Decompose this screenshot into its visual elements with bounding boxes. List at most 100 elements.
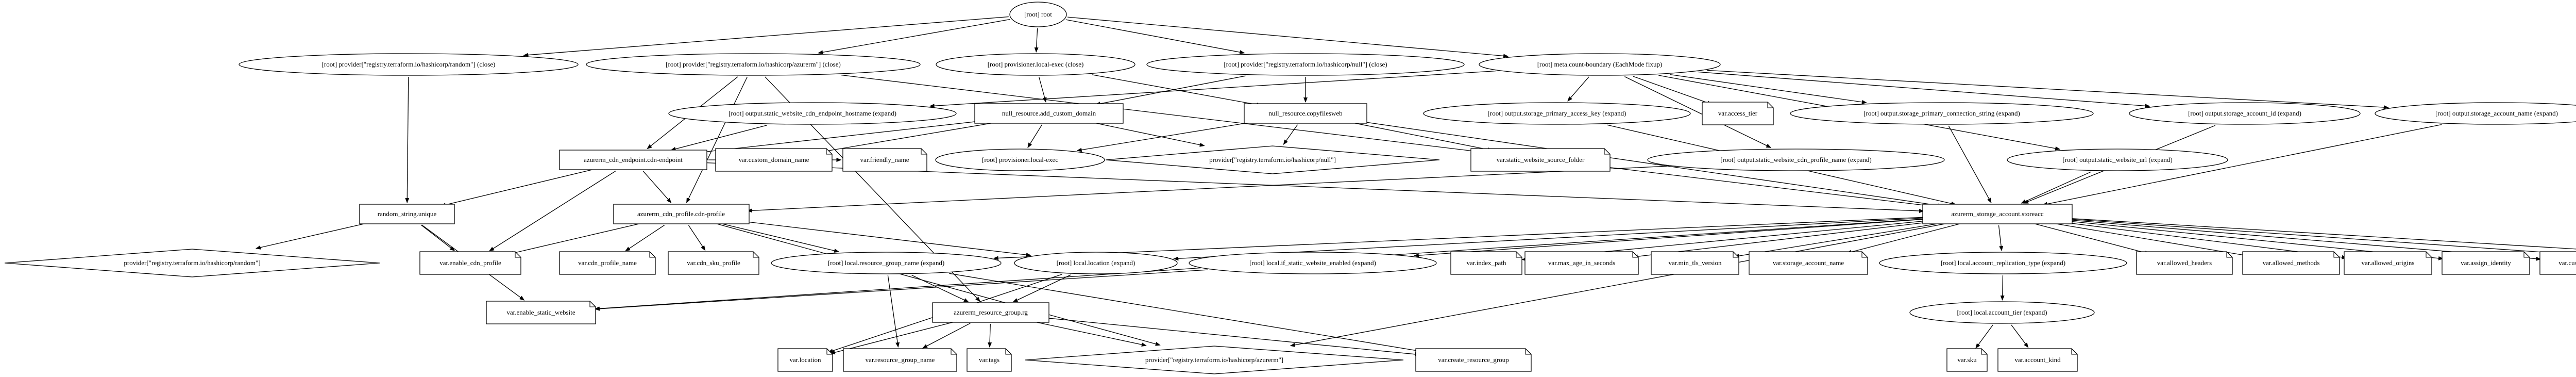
graph-node-label: azurerm_cdn_profile.cdn-profile: [637, 209, 725, 218]
graph-node-random_string: random_string.unique: [359, 204, 455, 224]
edge-null_copyfilesweb-to-prov_null: [1283, 124, 1298, 145]
graph-node-var_static_website_source_folder: var.static_website_source_folder: [1470, 148, 1611, 172]
graph-node-cdn_endpoint: azurerm_cdn_endpoint.cdn-endpoint: [559, 150, 707, 170]
graph-node-label: var.storage_account_name: [1772, 258, 1844, 267]
graph-node-out_cdn_profile_name: [root] output.static_website_cdn_profile…: [1647, 149, 1945, 171]
graph-node-label: provider["registry.terraform.io/hashicor…: [1145, 355, 1284, 364]
graph-node-label: [root] provisioner.local-exec: [982, 155, 1058, 163]
note-shape: [559, 251, 656, 275]
edge-storage-to-var_exposed_headers: [2068, 218, 2576, 250]
ellipse-shape: [771, 252, 1002, 274]
edge-prov_random_close-to-random_string: [405, 76, 410, 203]
note-shape: [2136, 251, 2233, 275]
edge-random_string-to-prov_random: [255, 221, 372, 250]
ellipse-shape: [1879, 252, 2127, 274]
diamond-shape: [1105, 145, 1440, 174]
graph-node-label: var.account_kind: [2014, 355, 2061, 364]
graph-node-label: var.friendly_name: [860, 155, 909, 163]
ellipse-shape: [1479, 53, 1721, 76]
note-shape: [419, 251, 521, 275]
graph-node-prov_random_close: [root] provider["registry.terraform.io/h…: [239, 53, 579, 76]
note-shape: [1749, 251, 1868, 275]
note-shape: [1997, 348, 2078, 372]
graph-node-provisioner_close: [root] provisioner.local-exec (close): [936, 53, 1136, 76]
graph-node-label: var.enable_static_website: [506, 308, 575, 316]
note-shape: [715, 148, 833, 172]
graph-node-out_primary_connection_string: [root] output.storage_primary_connection…: [1790, 102, 2094, 125]
graph-node-var_tags: var.tags: [967, 348, 1012, 372]
ellipse-shape: [239, 53, 579, 76]
graph-node-var_location: var.location: [777, 348, 833, 372]
edge-cdn_profile-to-var_cdn_profile_name: [625, 224, 665, 252]
graph-node-label: var.sku: [1957, 355, 1977, 364]
edge-null_copyfilesweb-to-var_static_website_source_folder: [1348, 121, 1493, 152]
box-shape: [359, 204, 455, 224]
ellipse-shape: [668, 102, 957, 125]
edge-root-to-prov_null_close: [1065, 19, 1245, 55]
graph-node-label: var.access_tier: [1718, 109, 1758, 117]
edge-rg-to-var_rg_name: [922, 323, 971, 349]
edge-local_rg_name-to-var_create_rg: [949, 273, 1427, 354]
graph-node-label: [root] output.storage_account_id (expand…: [2188, 109, 2301, 117]
edge-out_cdn_profile_name-to-cdn_profile: [747, 166, 1667, 213]
graph-node-label: provider["registry.terraform.io/hashicor…: [124, 258, 261, 267]
edge-null_add_custom_domain-to-cdn_endpoint: [693, 120, 989, 155]
graph-node-label: [root] local.location (expand): [1056, 258, 1136, 267]
graph-node-label: var.max_age_in_seconds: [1548, 258, 1616, 267]
edge-rg-to-var_location: [829, 321, 956, 355]
graph-node-label: [root] output.static_website_url (expand…: [2062, 155, 2173, 163]
edge-null_copyfilesweb-to-storage: [1354, 120, 1944, 208]
edge-storage-to-prov_azurerm: [1290, 222, 1950, 347]
box-shape: [932, 302, 1049, 323]
graph-node-out_static_website_url: [root] output.static_website_url (expand…: [2007, 149, 2228, 171]
edge-local_account_tier-to-var_account_kind: [2011, 324, 2029, 348]
edge-local_rg_name-to-var_rg_name: [887, 275, 900, 348]
edge-cdn_profile-to-var_enable_cdn_profile: [507, 223, 641, 255]
edge-storage-to-var_allowed_headers: [2035, 223, 2150, 255]
graph-node-label: azurerm_storage_account.storeacc: [1951, 209, 2044, 218]
edge-local_if_sw_enabled-to-var_enable_static_website: [595, 269, 1208, 311]
note-shape: [967, 348, 1012, 372]
graph-node-label: [root] output.storage_account_name (expa…: [2435, 109, 2558, 117]
edge-cdn_profile-to-local_location: [737, 220, 1031, 257]
graph-node-label: [root] root: [1024, 10, 1052, 18]
edge-prov_azurerm_close-to-cdn_profile: [686, 76, 748, 204]
graph-node-var_assign_identity: var.assign_identity: [2442, 251, 2530, 275]
box-shape: [613, 204, 750, 224]
note-shape: [1415, 348, 1532, 372]
graph-node-label: var.min_tls_version: [1668, 258, 1722, 267]
edge-storage-to-local_repl_type: [1998, 225, 2004, 251]
graph-node-var_allowed_headers: var.allowed_headers: [2136, 251, 2233, 275]
graph-node-label: var.allowed_origins: [2361, 258, 2415, 267]
edge-prov_azurerm_close-to-storage: [841, 74, 1939, 209]
note-shape: [1470, 148, 1611, 172]
edge-meta-to-out_primary_connection_string: [1670, 74, 1867, 104]
edge-provisioner_close-to-null_add_custom_domain: [1038, 76, 1047, 103]
note-shape: [1946, 348, 1988, 372]
edge-out_primary_connection_string-to-storage: [1948, 125, 1992, 203]
edge-cdn_profile-to-local_rg_name: [720, 223, 840, 253]
note-shape: [1524, 251, 1639, 275]
ellipse-shape: [1009, 2, 1067, 27]
edge-cdn_endpoint-to-var_enable_cdn_profile: [488, 170, 616, 252]
graph-node-label: null_resource.copyfilesweb: [1268, 109, 1343, 117]
graph-node-prov_azurerm: provider["registry.terraform.io/hashicor…: [1025, 346, 1404, 374]
graph-node-out_primary_access_key: [root] output.storage_primary_access_key…: [1423, 102, 1691, 125]
edge-out_account_name-to-storage: [2042, 124, 2442, 206]
ellipse-shape: [936, 53, 1136, 76]
diamond-shape: [4, 249, 380, 277]
graph-node-label: azurerm_resource_group.rg: [954, 308, 1028, 316]
graph-node-label: [root] provisioner.local-exec (close): [987, 60, 1084, 68]
graph-node-label: [root] provider["registry.terraform.io/h…: [666, 60, 841, 68]
note-shape: [486, 301, 596, 324]
edge-local_rg_name-to-rg: [911, 274, 969, 303]
edge-root-to-prov_azurerm_close: [818, 19, 1010, 55]
box-shape: [559, 150, 707, 170]
edge-storage-to-local_rg_name: [993, 217, 1925, 260]
graph-node-prov_null: provider["registry.terraform.io/hashicor…: [1105, 145, 1440, 174]
edge-meta-to-var_access_tier: [1633, 76, 1713, 105]
edge-meta-to-out_cdn_endpoint_hostname: [929, 70, 1496, 108]
edge-meta-to-out_account_name: [1707, 70, 2389, 110]
